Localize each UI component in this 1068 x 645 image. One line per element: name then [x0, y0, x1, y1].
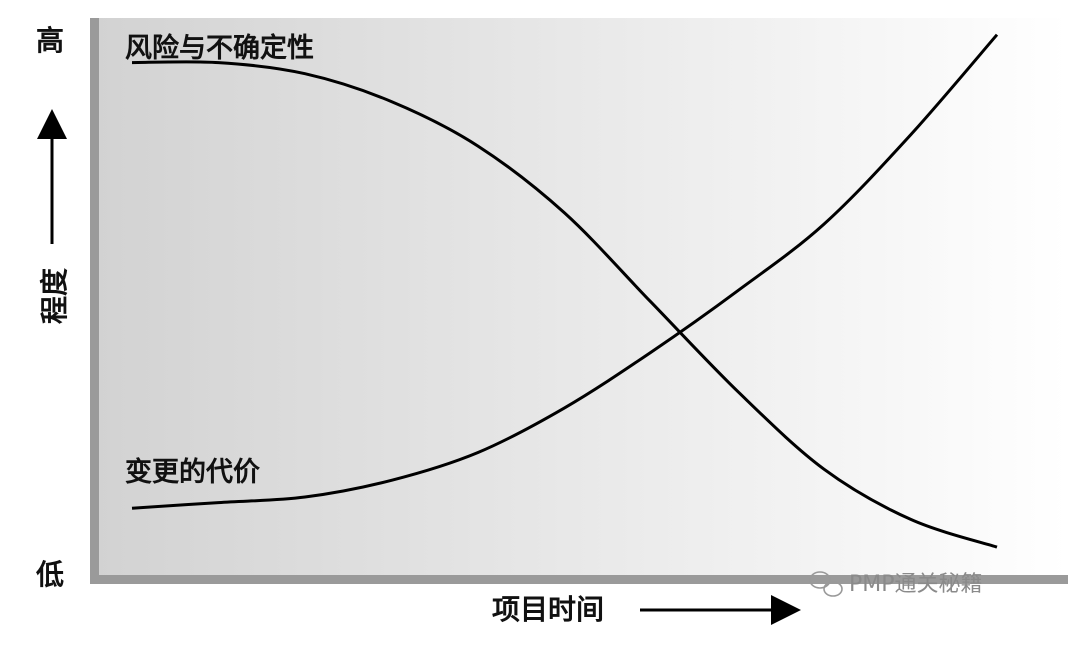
series-label-risk: 风险与不确定性	[125, 32, 314, 64]
series-line-risk	[131, 60, 998, 549]
plot-area	[92, 18, 1068, 584]
watermark: PMP通关秘籍	[809, 571, 983, 597]
x-axis-title: 项目时间	[492, 593, 604, 626]
wechat-icon	[809, 571, 843, 597]
series-label-cost: 变更的代价	[125, 456, 261, 488]
y-tick-high: 高	[36, 24, 64, 57]
x-axis-frame	[90, 575, 1068, 584]
watermark-text: PMP通关秘籍	[849, 572, 983, 597]
y-axis-frame	[90, 18, 99, 584]
y-tick-low: 低	[35, 558, 64, 591]
series-line-cost	[131, 33, 999, 510]
y-axis-title: 程度	[38, 268, 71, 324]
